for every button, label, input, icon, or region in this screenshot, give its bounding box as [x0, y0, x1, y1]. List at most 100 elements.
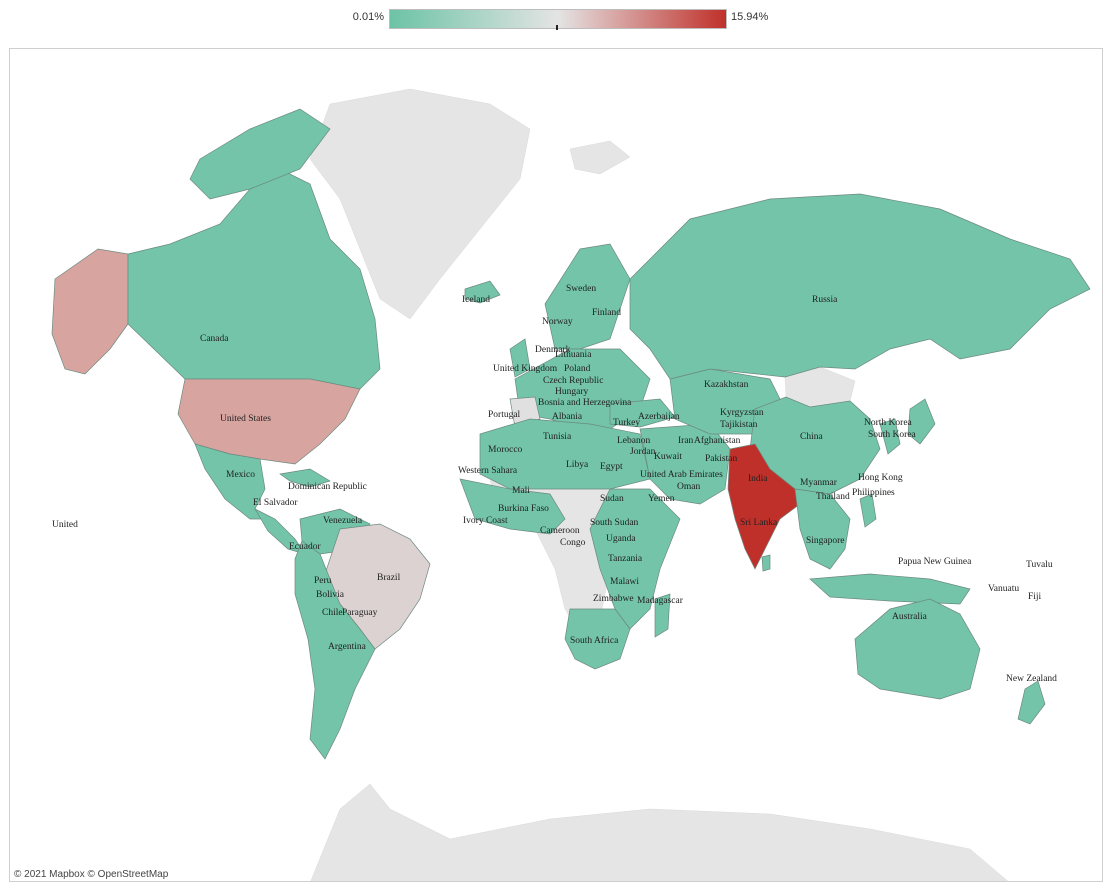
label-philippines: Philippines — [852, 488, 895, 498]
region-sri-lanka[interactable] — [761, 554, 771, 572]
label-sri-lanka: Sri Lanka — [740, 518, 778, 528]
label-bosnia: Bosnia and Herzegovina — [538, 398, 632, 408]
label-pakistan: Pakistan — [705, 454, 737, 464]
label-yemen: Yemen — [648, 494, 675, 504]
label-bolivia: Bolivia — [316, 590, 345, 600]
region-philippines[interactable] — [859, 493, 877, 528]
region-korea[interactable] — [879, 418, 901, 455]
label-norway: Norway — [542, 317, 573, 327]
label-azerbaijan: Azerbaijan — [638, 412, 680, 422]
label-peru: Peru — [314, 576, 332, 586]
region-north-africa[interactable] — [479, 418, 651, 490]
region-iceland[interactable] — [464, 280, 501, 304]
label-sweden: Sweden — [566, 284, 596, 294]
color-legend: 0.01% 15.94% — [0, 6, 1104, 30]
label-turkey: Turkey — [613, 418, 640, 428]
label-mexico: Mexico — [226, 470, 255, 480]
land-greenland — [309, 88, 531, 320]
label-sudan: Sudan — [600, 494, 624, 504]
region-india[interactable] — [727, 443, 801, 570]
region-east-africa[interactable] — [589, 488, 681, 630]
label-paraguay: Paraguay — [342, 608, 378, 618]
label-venezuela: Venezuela — [323, 516, 363, 526]
label-china: China — [800, 432, 823, 442]
label-iran: Iran — [678, 436, 694, 446]
region-scandinavia[interactable] — [544, 243, 631, 350]
region-southeast-asia[interactable] — [794, 488, 851, 570]
region-new-zealand[interactable] — [1017, 680, 1046, 725]
label-portugal: Portugal — [488, 410, 521, 420]
label-western-sahara: Western Sahara — [458, 466, 518, 476]
label-finland: Finland — [592, 308, 621, 318]
label-australia: Australia — [892, 612, 928, 622]
label-hong-kong: Hong Kong — [858, 473, 903, 483]
label-uae: United Arab Emirates — [640, 470, 723, 480]
label-lebanon: Lebanon — [617, 436, 650, 446]
region-canada-arctic[interactable] — [189, 108, 331, 200]
label-lithuania: Lithuania — [555, 350, 592, 360]
legend-max-label: 15.94% — [731, 11, 769, 23]
region-uk[interactable] — [509, 338, 531, 378]
label-congo: Congo — [560, 538, 586, 548]
label-morocco: Morocco — [488, 445, 523, 455]
label-kuwait: Kuwait — [654, 452, 682, 462]
region-caribbean[interactable] — [279, 468, 331, 488]
label-el-salvador: El Salvador — [253, 498, 298, 508]
label-argentina: Argentina — [328, 642, 367, 652]
label-chile: Chile — [322, 608, 343, 618]
label-hungary: Hungary — [555, 387, 588, 397]
label-north-korea: North Korea — [864, 418, 913, 428]
label-afghanistan: Afghanistan — [694, 435, 741, 446]
label-tunisia: Tunisia — [543, 432, 572, 442]
region-madagascar[interactable] — [654, 593, 671, 638]
label-singapore: Singapore — [806, 536, 845, 546]
label-united: United — [52, 520, 78, 530]
region-west-south-america[interactable] — [294, 540, 376, 760]
label-jordan: Jordan — [630, 447, 656, 457]
label-zimbabwe: Zimbabwe — [593, 594, 634, 604]
land-antarctica — [310, 783, 1009, 881]
label-albania: Albania — [552, 412, 583, 422]
map-attribution[interactable]: © 2021 Mapbox © OpenStreetMap — [12, 869, 171, 880]
label-czech-republic: Czech Republic — [543, 376, 603, 386]
region-west-africa[interactable] — [459, 478, 566, 535]
label-kyrgyzstan: Kyrgyzstan — [720, 408, 764, 418]
label-egypt: Egypt — [600, 462, 623, 472]
region-united-states[interactable] — [177, 378, 361, 465]
label-iceland: Iceland — [462, 295, 490, 305]
label-canada: Canada — [200, 334, 229, 344]
legend-min-label: 0.01% — [352, 11, 384, 23]
label-cameroon: Cameroon — [540, 526, 580, 536]
land-svalbard — [569, 140, 631, 175]
label-oman: Oman — [677, 482, 700, 492]
label-malawi: Malawi — [610, 577, 639, 587]
label-fiji: Fiji — [1028, 592, 1042, 602]
world-map[interactable]: Canada United States Mexico Dominican Re… — [9, 48, 1103, 882]
label-south-africa: South Africa — [570, 635, 619, 646]
label-burkina-faso: Burkina Faso — [498, 504, 549, 514]
label-russia: Russia — [812, 295, 838, 305]
label-madagascar: Madagascar — [637, 596, 684, 606]
label-ivory-coast: Ivory Coast — [463, 516, 508, 526]
label-myanmar: Myanmar — [800, 478, 838, 488]
region-southern-africa[interactable] — [564, 608, 631, 670]
region-alaska[interactable] — [51, 248, 129, 375]
label-united-kingdom: United Kingdom — [493, 364, 558, 374]
region-turkey[interactable] — [609, 398, 676, 428]
label-south-sudan: South Sudan — [590, 518, 639, 528]
label-new-zealand: New Zealand — [1006, 674, 1057, 684]
label-south-korea: South Korea — [868, 430, 917, 440]
label-tajikistan: Tajikistan — [720, 420, 758, 430]
map-canvas[interactable]: Canada United States Mexico Dominican Re… — [10, 49, 1103, 882]
region-japan[interactable] — [907, 398, 936, 445]
label-kazakhstan: Kazakhstan — [704, 380, 749, 390]
legend-mid-tick — [556, 25, 558, 30]
country-labels: Canada United States Mexico Dominican Re… — [52, 284, 1057, 684]
label-tanzania: Tanzania — [608, 554, 643, 564]
region-australia[interactable] — [854, 598, 981, 700]
label-uganda: Uganda — [606, 534, 636, 544]
label-ecuador: Ecuador — [289, 542, 321, 552]
region-russia[interactable] — [629, 193, 1091, 380]
region-indonesia[interactable] — [809, 573, 971, 605]
label-united-states: United States — [220, 414, 271, 424]
